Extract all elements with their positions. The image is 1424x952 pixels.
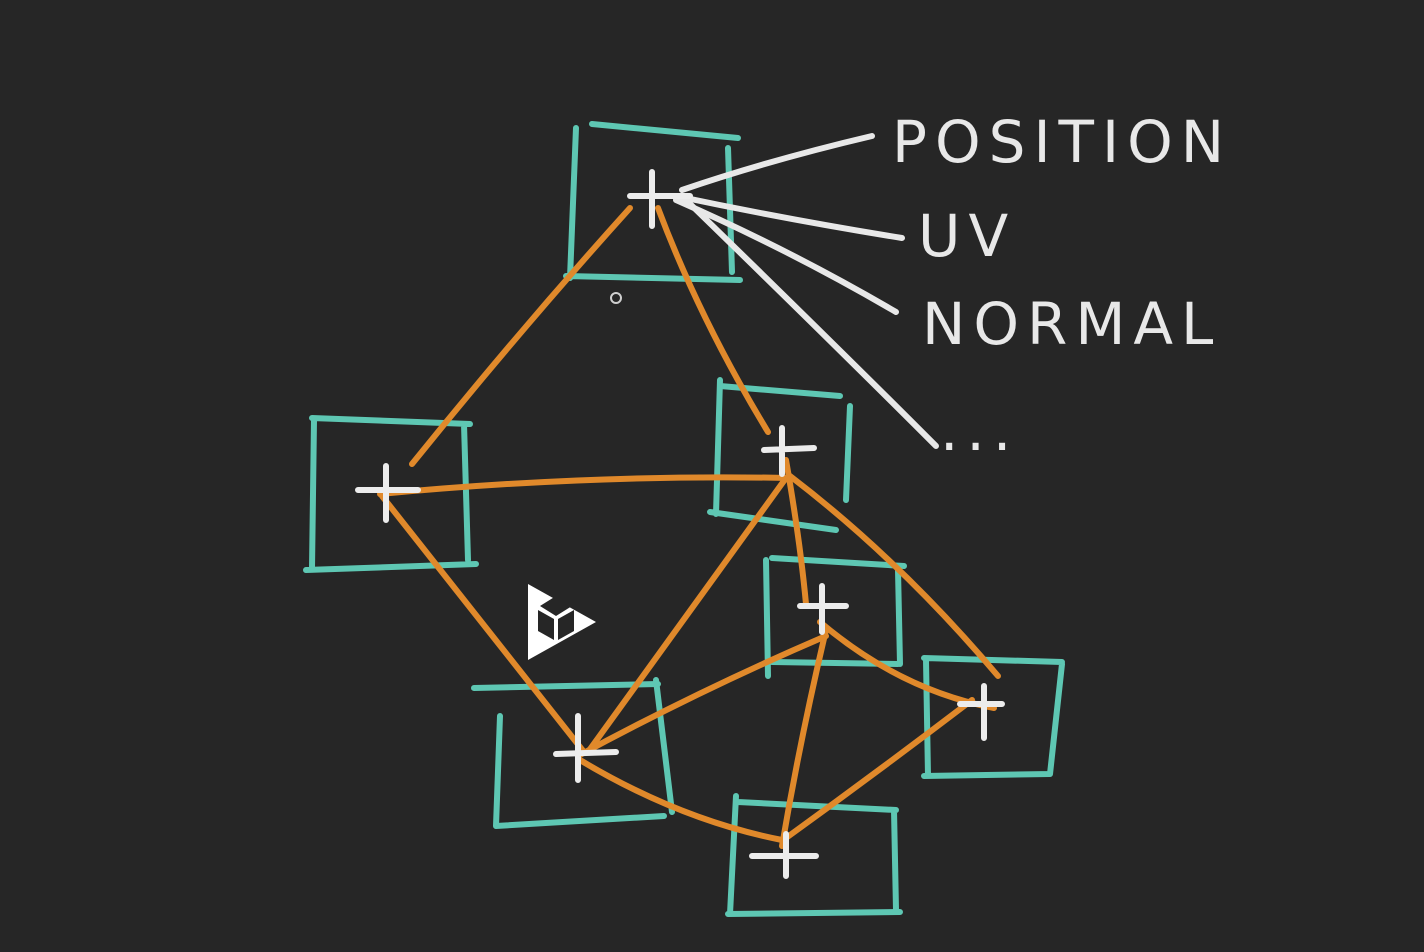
edge [377,474,793,497]
edge [585,475,789,755]
vertex-box-upper-middle [707,377,853,533]
vertex-markers [355,169,1005,879]
plus-icon [749,831,819,879]
edge [577,757,785,843]
logo-cube-left [538,610,554,640]
label-normal: NORMAL [922,290,1221,358]
plus-icon [761,425,817,477]
vertex-box-far-right [921,655,1065,779]
plus-icon [957,683,1005,741]
edge [655,205,771,435]
plus-icon [553,713,619,783]
leader-position [679,133,875,193]
plus-icon [355,463,421,523]
label-position: POSITION [892,108,1232,176]
edge [779,627,829,849]
attribute-labels: POSITION UV NORMAL ... [892,108,1232,464]
logo-cube-top [540,596,572,616]
label-uv: UV [918,202,1016,270]
leader-normal [673,197,899,315]
edge [783,697,975,841]
edge [409,205,633,467]
attribute-leaders [673,133,939,449]
logo-cube-right [558,610,574,640]
vertex-box-bottom [725,793,903,917]
plus-icon [627,169,693,229]
edge [575,633,829,759]
leader-more [683,197,939,449]
stray-mark [610,292,622,304]
vertex-box-right-middle [763,555,907,679]
vertex-box-left [303,415,479,573]
mesh-edges [377,205,1001,849]
edge [787,473,1001,679]
leader-uv [673,193,905,241]
cube-play-logo-icon [528,584,596,660]
plus-icon [797,583,849,635]
vertex-box-top [563,121,743,283]
vertex-boxes [303,121,1065,917]
vertex-box-bottom-left [471,677,675,829]
edge [379,493,587,755]
label-more: ... [940,396,1019,464]
